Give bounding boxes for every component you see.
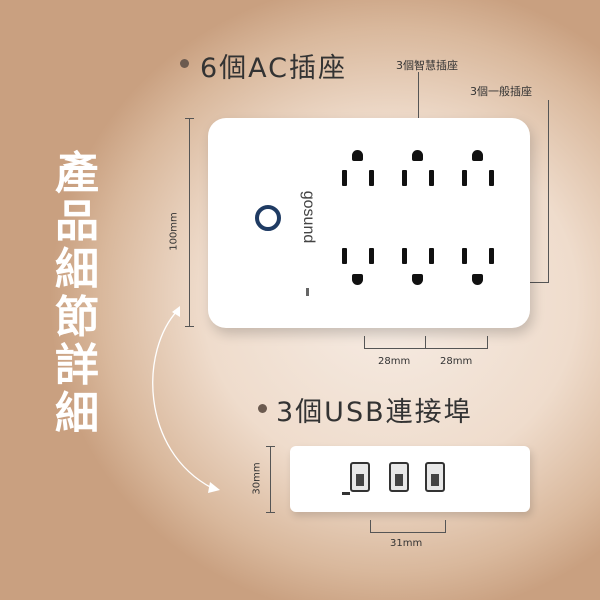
dimension-tick: [445, 520, 446, 533]
usb-side-view: [290, 446, 530, 512]
usb-led: [342, 492, 350, 495]
slot-icon: [369, 170, 374, 186]
dimension-usb-width-label: 31mm: [390, 538, 423, 549]
bullet-dot: [258, 404, 267, 413]
side-title-char: 詳: [55, 340, 99, 391]
side-title-char: 細: [55, 388, 99, 439]
side-title-char: 產: [55, 148, 99, 199]
dimension-line-usb-height: [270, 446, 271, 512]
dimension-tick: [487, 336, 488, 349]
slot-icon: [462, 170, 467, 186]
dimension-tick-top: [185, 118, 194, 119]
side-title: 產 品 細 節 詳 細: [52, 150, 102, 438]
ground-hole-icon: [472, 274, 483, 285]
side-title-char: 節: [55, 292, 99, 343]
usb-port: [350, 462, 370, 492]
feature-usb-ports: 3個USB連接埠: [276, 397, 473, 428]
slot-icon: [489, 248, 494, 264]
callout-line-smart: [418, 72, 419, 144]
bullet-dot: [180, 59, 189, 68]
dimension-line-usb-width: [370, 532, 446, 533]
curved-arrow-icon: [152, 306, 220, 493]
slot-icon: [402, 170, 407, 186]
ground-hole-icon: [352, 150, 363, 161]
dimension-spacing-label: 28mm: [440, 356, 473, 367]
callout-line-normal: [548, 100, 549, 282]
slot-icon: [429, 170, 434, 186]
usb-port: [425, 462, 445, 492]
dimension-tick-bottom: [185, 326, 194, 327]
power-button[interactable]: [255, 205, 281, 231]
dimension-tick: [370, 520, 371, 533]
smart-plug-device: gosund: [208, 118, 530, 328]
dimension-tick: [266, 512, 275, 513]
ground-hole-icon: [472, 150, 483, 161]
slot-icon: [429, 248, 434, 264]
usb-port: [389, 462, 409, 492]
dimension-tick: [364, 336, 365, 349]
dimension-tick: [425, 336, 426, 349]
dimension-tick: [266, 446, 275, 447]
dimension-spacing-label: 28mm: [378, 356, 411, 367]
callout-normal-outlets: 3個一般插座: [470, 85, 532, 98]
slot-icon: [342, 170, 347, 186]
slot-icon: [342, 248, 347, 264]
side-title-char: 品: [55, 196, 99, 247]
indicator-led: [306, 288, 309, 296]
side-title-char: 細: [55, 244, 99, 295]
dimension-line-height: [189, 118, 190, 326]
callout-smart-outlets: 3個智慧插座: [396, 59, 458, 72]
ground-hole-icon: [412, 274, 423, 285]
dimension-height-label: 100mm: [168, 212, 180, 251]
slot-icon: [462, 248, 467, 264]
ground-hole-icon: [352, 274, 363, 285]
slot-icon: [402, 248, 407, 264]
slot-icon: [489, 170, 494, 186]
brand-logo: gosund: [300, 190, 317, 244]
feature-ac-outlets: 6個AC插座: [200, 53, 348, 84]
dimension-line-spacing: [364, 348, 488, 349]
ground-hole-icon: [412, 150, 423, 161]
slot-icon: [369, 248, 374, 264]
dimension-usb-height-label: 30mm: [251, 462, 263, 495]
